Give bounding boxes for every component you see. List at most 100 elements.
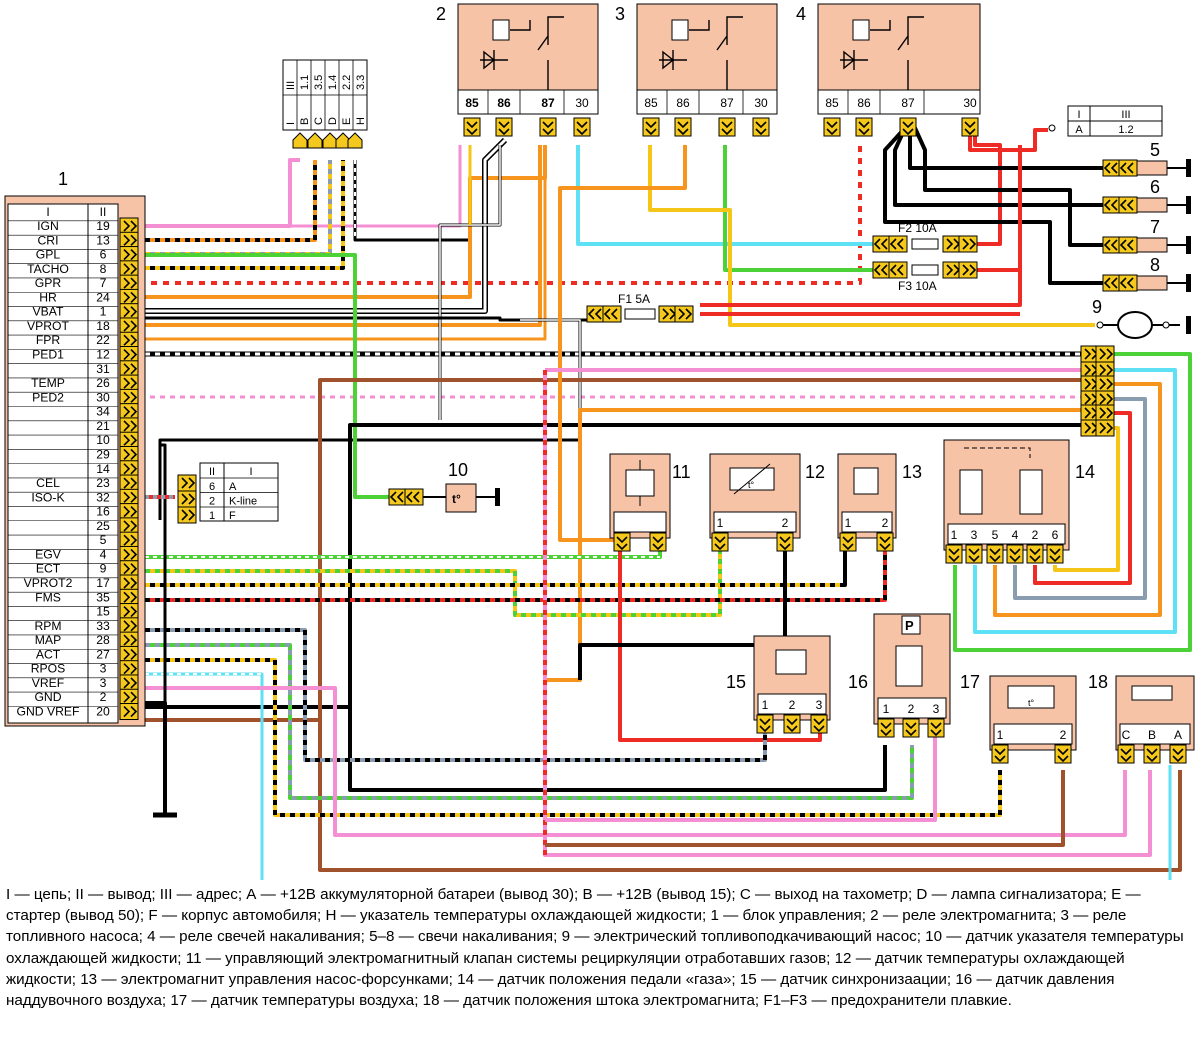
fuse-f1: F1 5A (586, 292, 694, 323)
ecu-pin-number: 3 (100, 676, 107, 690)
ecu-pin-number: 21 (96, 419, 110, 433)
component-pin-label: 5 (992, 528, 999, 542)
ecu-pin-number: 9 (100, 562, 107, 576)
component-terminal (756, 714, 774, 734)
component-number: 16 (848, 672, 868, 692)
injector-solenoid: 13 1 2 (837, 453, 922, 552)
component-number: 17 (960, 672, 980, 692)
ecu-pin-number: 4 (100, 547, 107, 561)
relay-terminal (463, 117, 481, 137)
ecu-pin-name: FMS (35, 590, 61, 604)
ecu-pin-number: 2 (100, 690, 107, 704)
component-number: 18 (1088, 672, 1108, 692)
component-number: 13 (902, 462, 922, 482)
top-connector-address: 2.2 (341, 75, 353, 90)
glow-plug-terminal (1102, 274, 1122, 292)
glow-plug-terminal (1102, 236, 1122, 254)
ecu-pin-terminal (119, 217, 139, 235)
component-terminal (1006, 544, 1024, 564)
diag-pin: 6 (209, 481, 215, 493)
ecu-pin-terminal (119, 659, 139, 678)
ecu-pin-terminal (119, 631, 139, 649)
component-terminal (776, 532, 794, 552)
ecu-pin-terminal (119, 317, 139, 335)
relay-pin-label: 30 (754, 96, 768, 110)
fuse-f3: F3 10A (872, 261, 978, 293)
ecu-pin-terminal (119, 417, 139, 435)
diag-circuit: K-line (229, 496, 257, 508)
diag-pin: 1 (209, 510, 215, 522)
wiring-diagram: 1 I II IGN19CRI13GPL6TACHO8GPR7HR24VBAT1… (4, 3, 1195, 880)
ecu-pin-name: GPL (36, 248, 61, 262)
top-connector-terminal (292, 132, 308, 149)
component-pin-label: 1 (762, 698, 769, 712)
ecu-pin-terminal (119, 459, 139, 478)
ecu-pin-number: 23 (96, 476, 110, 490)
ecu-pin-terminal (119, 574, 139, 592)
wire-vref (145, 686, 1127, 837)
pump-number: 9 (1092, 297, 1102, 317)
component-terminal (1054, 744, 1072, 764)
glow-plug-number: 7 (1150, 217, 1160, 237)
component-terminal (876, 532, 894, 552)
relay-pin-label: 87 (720, 96, 734, 110)
component-pin-label: 2 (882, 516, 889, 530)
ecu-pin-number: 35 (96, 590, 110, 604)
relay-terminal (495, 117, 513, 137)
temp-symbol: t° (452, 492, 461, 506)
ecu-pin-name: ACT (36, 647, 61, 661)
glow-plug-number: 5 (1150, 140, 1160, 160)
component-terminal (927, 718, 945, 738)
ecu-pin-number: 29 (96, 447, 110, 461)
diag-circuit: A (229, 481, 237, 493)
ecu-pin-terminal (119, 474, 139, 492)
glow-plug-8: 8 (1102, 255, 1191, 292)
component-pin-label: 2 (1060, 728, 1067, 742)
ecu-pin-name: PED2 (32, 390, 64, 404)
relay-number: 4 (796, 4, 806, 24)
ecu-pin-name: VBAT (33, 305, 64, 319)
ecu-pin-name: GND VREF (17, 705, 80, 719)
wire-14-green (953, 352, 1192, 652)
component-pin-label: B (1148, 728, 1156, 742)
ecu-header-circuit: I (46, 205, 49, 219)
ecu-pin-name: IGN (37, 219, 59, 233)
component-pin-label: 2 (782, 516, 789, 530)
ecu-pin-terminal (119, 531, 139, 549)
ecu-pin-name: VPROT2 (24, 576, 73, 590)
component-terminal (1169, 744, 1187, 764)
component-pin-label: 2 (1032, 528, 1039, 542)
battery-address: 1.2 (1118, 124, 1133, 136)
glow-plug-terminal (1118, 196, 1138, 214)
wire-gnd-frame (145, 423, 1090, 709)
ecu-pin-terminal (119, 688, 139, 707)
component-number: 12 (805, 462, 825, 482)
ecu-pin-name: ECT (36, 562, 61, 576)
top-connector-address: 3.3 (355, 75, 367, 90)
glow-plug-number: 8 (1150, 255, 1160, 275)
wire-rpos (145, 672, 1172, 880)
ecu-pin-number: 30 (96, 390, 110, 404)
component-terminal (1026, 544, 1044, 564)
relay-terminal (752, 117, 770, 137)
ecu-pin-terminal (119, 402, 139, 421)
wire-cyan-f2 (576, 145, 880, 246)
ecu-pin-terminal (119, 545, 139, 564)
relay-terminal (823, 117, 841, 137)
fuse-f1-label: F1 5A (618, 292, 650, 306)
component-pin-label: 1 (845, 516, 852, 530)
coolant-gauge-sensor: t° 10 (388, 460, 500, 513)
ecu-pin-terminal (119, 245, 139, 264)
ecu-pin-number: 8 (100, 262, 107, 276)
component-terminal (810, 714, 828, 734)
top-connector-circuit: B (299, 118, 311, 125)
ecu-pin-name: PED1 (32, 348, 64, 362)
